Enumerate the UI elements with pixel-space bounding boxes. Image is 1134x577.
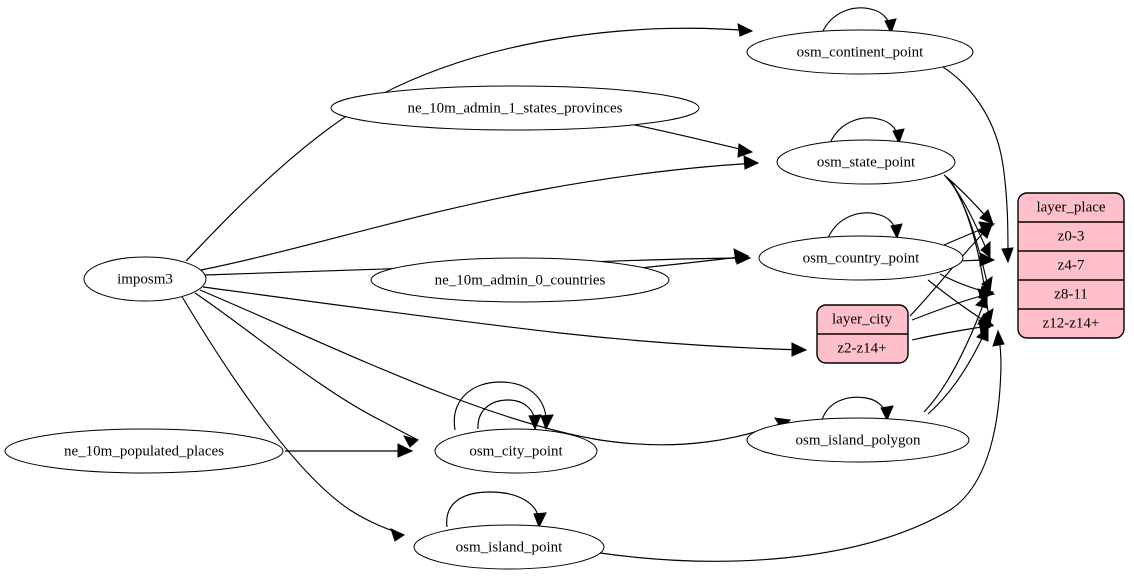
edge-osm_island_polygon-to-layer_place-z12_z14 bbox=[927, 325, 989, 415]
node-osm_city_point-label: osm_city_point bbox=[469, 443, 563, 459]
edge-ne_countries-to-osm_country_point bbox=[639, 248, 750, 269]
node-osm_state_point[interactable]: osm_state_point bbox=[776, 139, 956, 185]
nodes-layer: imposm3 ne_10m_admin_1_states_provinces … bbox=[4, 29, 974, 570]
selfloop-osm_island_polygon bbox=[821, 396, 894, 422]
record-layer_city[interactable]: layer_city z2-z14+ bbox=[816, 304, 909, 364]
record-layer_place-row-z12-z14[interactable]: z12-z14+ bbox=[1043, 315, 1100, 331]
edge-ne_populated-to-osm_city_point bbox=[285, 443, 414, 458]
node-ne_10m_admin_0_countries[interactable]: ne_10m_admin_0_countries bbox=[370, 257, 670, 303]
edge-imposm3-to-osm_continent_point bbox=[185, 23, 754, 262]
node-imposm3-label: imposm3 bbox=[117, 271, 173, 287]
record-layer_place[interactable]: layer_place z0-3 z4-7 z8-11 z12-z14+ bbox=[1017, 192, 1125, 339]
record-layer_city-title: layer_city bbox=[832, 311, 892, 327]
node-ne_countries-label: ne_10m_admin_0_countries bbox=[435, 272, 606, 288]
record-layer_city-row-z2-z14[interactable]: z2-z14+ bbox=[837, 340, 886, 356]
node-ne_10m_admin_1_states_provinces[interactable]: ne_10m_admin_1_states_provinces bbox=[330, 85, 700, 131]
node-osm_island_polygon-label: osm_island_polygon bbox=[795, 432, 921, 448]
record-layer_place-row-z0-3[interactable]: z0-3 bbox=[1058, 228, 1085, 244]
node-osm_country_point[interactable]: osm_country_point bbox=[758, 235, 964, 281]
node-ne_10m_populated_places[interactable]: ne_10m_populated_places bbox=[4, 428, 284, 474]
node-osm_state_point-label: osm_state_point bbox=[817, 154, 916, 170]
edge-ne_states-to-osm_state_point bbox=[629, 123, 754, 158]
node-osm_island_polygon[interactable]: osm_island_polygon bbox=[746, 417, 970, 463]
node-imposm3[interactable]: imposm3 bbox=[83, 256, 207, 302]
node-osm_continent_point[interactable]: osm_continent_point bbox=[746, 29, 974, 75]
records-layer: layer_city z2-z14+ layer_place z0-3 z4-7… bbox=[816, 192, 1125, 364]
selfloop-osm_state_point bbox=[829, 117, 905, 145]
record-layer_place-row-z8-11[interactable]: z8-11 bbox=[1054, 286, 1088, 302]
node-ne_states-label: ne_10m_admin_1_states_provinces bbox=[408, 100, 623, 116]
edge-layer_city-to-layer_place-z0_3 bbox=[909, 223, 993, 317]
edge-osm_island_polygon-to-layer_place-z8_11 bbox=[923, 293, 988, 413]
selfloop-osm_city_point-outer bbox=[453, 381, 554, 431]
selfloop-osm_continent_point bbox=[821, 7, 897, 35]
record-layer_place-row-z4-7[interactable]: z4-7 bbox=[1058, 257, 1085, 273]
edge-osm_continent_point-to-layer_place-z4_7 bbox=[934, 61, 1014, 264]
record-layer_place-title: layer_place bbox=[1036, 199, 1105, 215]
edge-imposm3-to-osm_state_point bbox=[200, 155, 760, 271]
selfloop-osm_island_point bbox=[446, 491, 547, 529]
edge-imposm3-to-osm_island_point bbox=[180, 294, 406, 542]
selfloop-osm_city_point-inner bbox=[477, 399, 542, 431]
node-osm_city_point[interactable]: osm_city_point bbox=[434, 428, 598, 474]
edge-imposm3-to-osm_city_point bbox=[194, 292, 420, 448]
node-osm_island_point[interactable]: osm_island_point bbox=[413, 524, 605, 570]
edges-layer bbox=[180, 7, 1014, 562]
selfloop-osm_country_point bbox=[827, 212, 903, 240]
node-osm_island_point-label: osm_island_point bbox=[456, 539, 564, 555]
edge-osm_island_point-to-layer_place-z12_z14 bbox=[599, 329, 1005, 562]
node-osm_continent_point-label: osm_continent_point bbox=[797, 44, 924, 60]
node-osm_country_point-label: osm_country_point bbox=[803, 250, 920, 266]
edge-imposm3-to-layer_city bbox=[202, 286, 808, 357]
edge-imposm3-to-osm_island_polygon bbox=[199, 289, 791, 446]
node-ne_populated-label: ne_10m_populated_places bbox=[64, 443, 224, 459]
